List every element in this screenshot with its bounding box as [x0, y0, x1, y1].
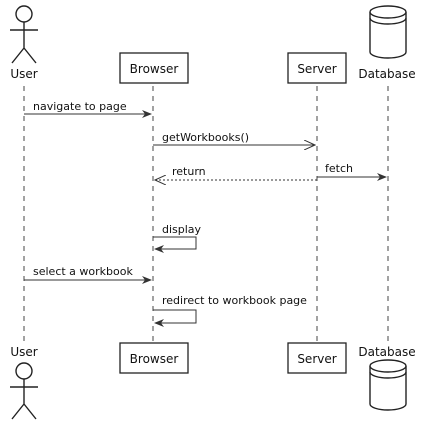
participant-label-server-top: Server	[297, 62, 336, 76]
message-label-redirect: redirect to workbook page	[162, 294, 307, 307]
message-label-fetch: fetch	[325, 162, 353, 175]
message-select-workbook: select a workbook	[24, 265, 152, 284]
message-label-get-workbooks: getWorkbooks()	[162, 131, 249, 144]
database-icon-top: Database	[358, 5, 416, 81]
participant-server-top: Server	[287, 52, 347, 84]
participant-browser-bottom: Browser	[119, 342, 189, 374]
participant-label-database-top: Database	[358, 67, 415, 81]
participant-label-user-top: User	[10, 67, 37, 81]
message-label-navigate: navigate to page	[33, 100, 127, 113]
message-fetch: fetch	[317, 162, 387, 181]
actor-user-bottom: User	[10, 345, 38, 420]
message-navigate: navigate to page	[24, 100, 152, 118]
message-label-select-workbook: select a workbook	[33, 265, 133, 278]
actor-user-top: User	[10, 5, 38, 81]
message-redirect: redirect to workbook page	[153, 294, 307, 327]
participant-label-database-bottom: Database	[358, 345, 415, 359]
message-return: return	[155, 165, 317, 180]
participant-server-bottom: Server	[287, 342, 347, 374]
participant-label-browser-top: Browser	[130, 62, 179, 76]
message-label-return: return	[172, 165, 206, 178]
database-icon-bottom: Database	[358, 345, 416, 411]
participant-label-server-bottom: Server	[297, 352, 336, 366]
message-label-display: display	[162, 223, 202, 236]
participant-browser-top: Browser	[119, 52, 189, 84]
participant-label-user-bottom: User	[10, 345, 37, 359]
participant-label-browser-bottom: Browser	[130, 352, 179, 366]
message-display: display	[153, 223, 202, 253]
message-get-workbooks: getWorkbooks()	[153, 131, 315, 145]
